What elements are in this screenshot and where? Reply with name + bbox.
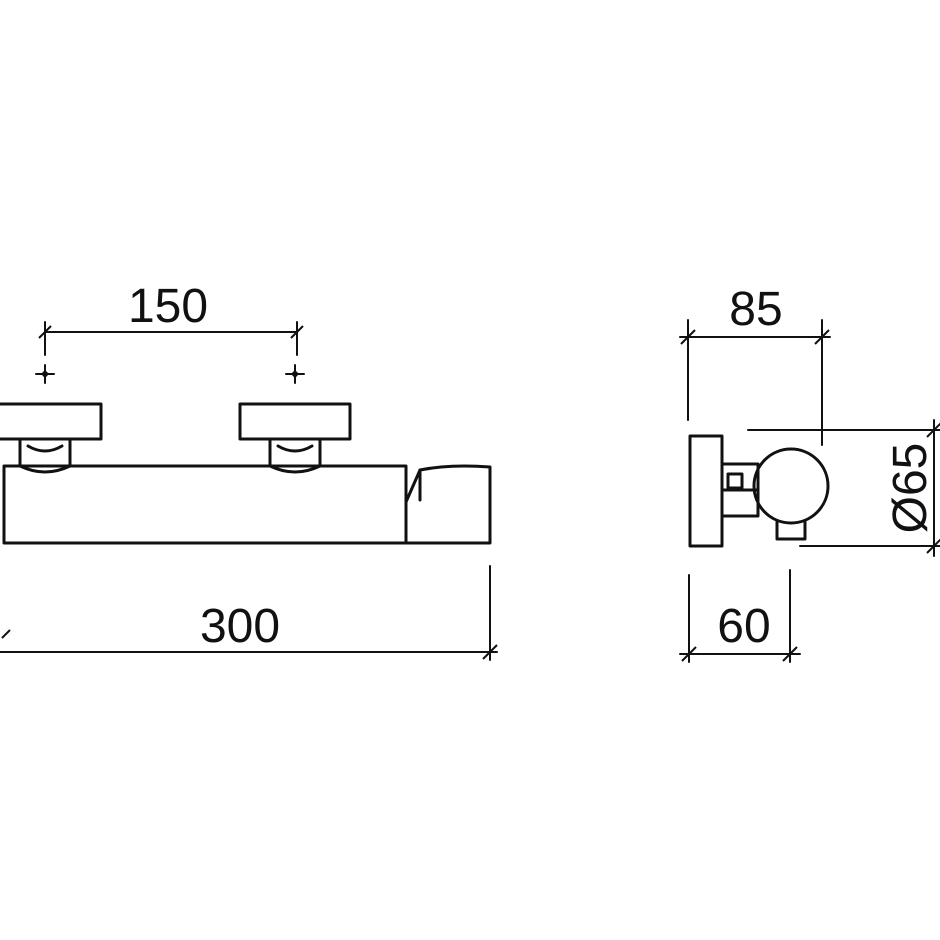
- round-mixer-body: [752, 447, 830, 541]
- mixer-handle: [404, 464, 492, 545]
- dimension-60: 60: [679, 569, 801, 663]
- pipe-centre-marker-left: [35, 364, 55, 384]
- stem-connector: [720, 462, 760, 518]
- dimension-150: 150: [38, 280, 304, 356]
- dimension-label-85: 85: [729, 283, 782, 336]
- side-view: 85 Ø65: [679, 283, 940, 663]
- dimension-label-diameter: Ø65: [884, 443, 937, 534]
- mixer-body: [2, 464, 408, 545]
- pipe-centre-marker-right: [285, 364, 305, 384]
- dimension-300: 300: [0, 565, 498, 661]
- front-view: 150: [0, 280, 498, 661]
- dimension-label-60: 60: [717, 600, 770, 653]
- dimension-label-300: 300: [200, 600, 280, 653]
- left-wall-flange: [0, 402, 103, 474]
- dimension-85: 85: [679, 283, 831, 446]
- wall-plate: [688, 434, 724, 548]
- dimension-label-150: 150: [128, 280, 208, 333]
- dimension-diameter: Ø65: [747, 419, 940, 557]
- right-wall-flange: [238, 402, 352, 474]
